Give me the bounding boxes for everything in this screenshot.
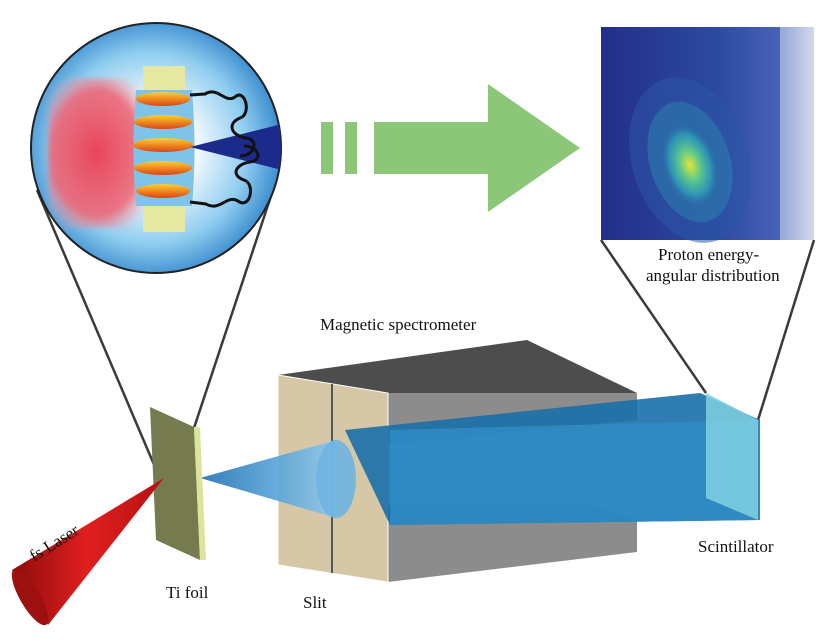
zoom-line-image-left bbox=[599, 239, 708, 394]
fs-laser-cone-base bbox=[11, 568, 49, 626]
plasma-band bbox=[136, 92, 190, 106]
zoom-line-left bbox=[35, 189, 157, 468]
flow-arrow-icon bbox=[321, 84, 580, 212]
zoom-line-image-right bbox=[756, 239, 816, 421]
plasma-band bbox=[133, 138, 193, 152]
label-foil: Ti foil bbox=[166, 583, 209, 602]
label-distribution-line1: Proton energy- bbox=[658, 245, 760, 264]
label-spectrometer: Magnetic spectrometer bbox=[320, 315, 477, 334]
scintillator-shape bbox=[706, 393, 758, 520]
proton-distribution-image bbox=[601, 27, 814, 243]
label-slit: Slit bbox=[303, 593, 327, 612]
spectrometer-bottom-side bbox=[388, 520, 637, 582]
proton-beam bbox=[200, 393, 760, 525]
electron-wave-lower bbox=[189, 144, 260, 208]
label-scintillator: Scintillator bbox=[698, 537, 774, 556]
electron-wave-upper bbox=[189, 90, 256, 158]
plasma-band bbox=[136, 184, 190, 198]
ion-beam-shape bbox=[190, 122, 281, 172]
ti-foil-target bbox=[150, 407, 206, 560]
plasma-band bbox=[134, 161, 192, 175]
spectrometer-top-face bbox=[278, 340, 637, 393]
label-distribution-line2: angular distribution bbox=[646, 266, 780, 285]
fs-laser-cone bbox=[12, 478, 164, 625]
zoom-line-right bbox=[188, 189, 275, 441]
laser-plasma-interaction-icon bbox=[30, 22, 282, 274]
plasma-band bbox=[134, 115, 192, 129]
